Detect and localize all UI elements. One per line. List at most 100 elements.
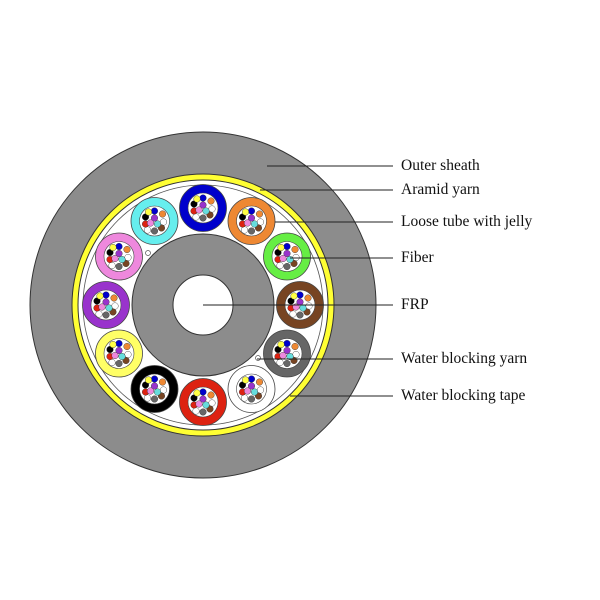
fiber [241,376,249,384]
fiber [304,294,312,302]
fiber [144,376,152,384]
loose-tube [179,378,227,426]
fiber [195,400,203,408]
fiber [102,298,110,306]
fiber [102,291,110,299]
fiber [98,303,106,311]
fiber [150,207,158,215]
loose-tube [227,197,276,245]
fiber [243,387,251,395]
fiber [150,214,158,222]
fiber [247,382,255,390]
fiber [102,311,110,319]
loose-tube [263,232,311,281]
fiber [118,256,126,264]
fiber [247,375,255,383]
fiber [192,407,200,415]
fiber [276,262,284,270]
fiber [124,253,132,261]
fiber [283,340,291,348]
fiber [208,399,216,407]
label-water-blocking-yarn: Water blocking yarn [401,350,528,367]
fiber [192,213,200,221]
fiber [111,254,119,262]
fiber [256,210,264,218]
fiber [291,245,299,253]
fiber [199,201,207,209]
fiber [247,214,255,222]
loose-tube [82,281,130,329]
label-aramid-yarn: Aramid yarn [401,181,480,198]
fiber [193,389,201,397]
fiber [240,394,248,402]
fiber [247,227,255,235]
fiber [286,353,294,361]
loose-tube [179,184,227,232]
fiber [150,382,158,390]
fiber [250,220,258,228]
fiber [109,243,117,251]
fiber [292,351,300,359]
fiber [199,408,207,416]
fiber [305,302,313,310]
fiber [96,292,104,300]
fiber [159,386,167,394]
fiber [199,194,207,202]
loose-tube [227,365,276,413]
fiber [283,347,291,355]
label-fiber: Fiber [401,249,434,266]
fiber [296,311,304,319]
label-outer-sheath: Outer sheath [401,157,480,174]
fiber [115,249,123,257]
fiber [296,291,304,299]
label-loose-tube: Loose tube with jelly [401,213,533,230]
fiber [279,352,287,360]
fiber [146,219,154,227]
fiber [257,386,265,394]
fiber [115,347,123,355]
fiber [108,359,116,367]
fiber [143,226,151,234]
fiber [158,378,166,386]
fiber [111,352,119,360]
fiber [143,394,151,402]
fiber [199,395,207,403]
fiber [276,359,284,367]
fiber [202,207,210,215]
fiber [118,353,126,361]
fiber [115,242,123,250]
fiber [256,378,264,386]
fiber [279,254,287,262]
fiber [207,391,215,399]
fiber [111,302,119,310]
fiber [124,351,132,359]
fiber [150,375,158,383]
fiber [257,218,265,226]
fiber [108,262,116,270]
fiber [115,263,123,271]
fiber [199,214,207,222]
fiber [110,294,118,302]
loose-tube [95,329,143,378]
fiber [207,197,215,205]
fiber [247,207,255,215]
loose-tube [263,329,311,378]
fiber [208,205,216,213]
fiber [153,388,161,396]
fiber [150,227,158,235]
fiber [150,395,158,403]
fiber [153,220,161,228]
fiber [250,388,258,396]
water-blocking-yarn [145,250,151,256]
fiber [286,256,294,264]
fiber [240,226,248,234]
water-blocking-yarn [255,355,261,361]
fiber [144,208,152,216]
fiber [195,206,203,214]
loose-tube [130,197,179,245]
label-frp: FRP [401,296,429,313]
fiber [159,218,167,226]
loose-tube [95,232,143,281]
